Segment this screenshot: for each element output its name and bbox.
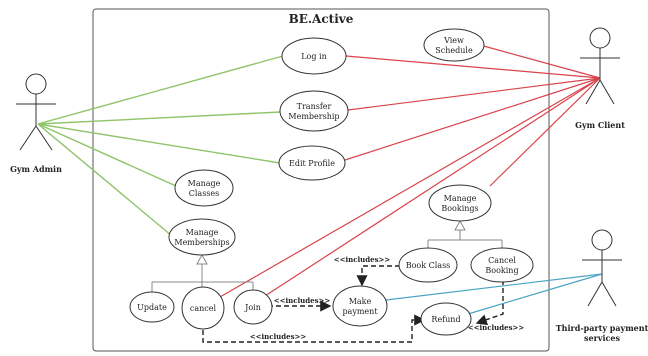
includes-label: <<includes>> (250, 332, 307, 341)
use-case-manage-memberships[interactable] (168, 218, 236, 256)
includes-label: <<includes>> (468, 323, 525, 332)
bookclass-payment-arrow (356, 265, 400, 287)
make-payment-label: Make (349, 297, 372, 306)
use-case-make-payment[interactable] (332, 285, 388, 327)
cancel-label: cancel (190, 304, 217, 313)
transfer-membership-label: Transfer (297, 102, 332, 111)
system-boundary (92, 8, 550, 352)
client-join-line (264, 77, 601, 297)
admin-edit-profile-line (37, 123, 281, 164)
thirdparty-label: services (584, 333, 620, 343)
client-associations (219, 44, 601, 298)
cancelbooking-refund-arrow (475, 280, 504, 326)
use-case-book-class[interactable] (398, 247, 458, 283)
memberships-generalization (151, 253, 254, 293)
view-schedule-label: Schedule (435, 46, 473, 55)
thirdparty-associations (385, 273, 603, 315)
use-case-cancel-booking[interactable] (470, 247, 534, 283)
admin-manage-memberships-line (37, 123, 173, 237)
admin-associations (37, 55, 284, 237)
use-case-update[interactable] (129, 291, 175, 323)
manage-bookings-label: Bookings (441, 204, 478, 213)
cancel-refund-arrow (202, 314, 426, 343)
use-case-view-schedule[interactable] (423, 28, 485, 62)
make-payment-label: payment (342, 307, 378, 316)
thirdparty-payment-line (385, 273, 603, 301)
includes-arrows (202, 265, 504, 343)
system-title: BE.Active (289, 12, 354, 26)
use-case-manage-bookings[interactable] (428, 184, 492, 222)
join-label: Join (244, 303, 261, 312)
use-case-transfer-membership[interactable] (279, 90, 349, 132)
view-schedule-label: View (443, 36, 464, 45)
thirdparty-label: Third-party payment (556, 323, 648, 333)
manage-memberships-label: Manage (186, 228, 219, 237)
manage-memberships-label: Memberships (174, 238, 229, 247)
actor-head-icon (591, 229, 613, 251)
generalization-arrow (454, 219, 466, 231)
actor-head-icon (589, 27, 611, 49)
gym-client-actor[interactable] (580, 27, 620, 105)
refund-label: Refund (431, 315, 460, 324)
cancel-booking-label: Cancel (488, 256, 516, 265)
includes-label: <<includes>> (274, 296, 331, 305)
generalization-arrow (196, 253, 208, 265)
manage-classes-label: Classes (189, 189, 220, 198)
gym-admin-actor[interactable] (16, 73, 56, 151)
use-case-join[interactable] (233, 289, 273, 325)
client-log-in-line (345, 55, 601, 79)
log-in-label: Log in (301, 52, 327, 61)
admin-transfer-line (37, 111, 281, 125)
use-case-cancel[interactable] (181, 286, 225, 330)
edit-profile-label: Edit Profile (289, 159, 335, 168)
client-transfer-line (347, 77, 601, 111)
includes-label: <<includes>> (334, 255, 391, 264)
update-label: Update (137, 303, 167, 312)
admin-log-in-line (37, 55, 284, 125)
client-manage-bookings-line (489, 77, 601, 187)
client-edit-profile-line (344, 77, 601, 161)
actor-head-icon (25, 73, 47, 95)
client-cancel-line (219, 77, 601, 298)
use-case-log-in[interactable] (281, 37, 347, 75)
use-case-refund[interactable] (420, 302, 472, 336)
book-class-label: Book Class (406, 261, 451, 270)
use-case-edit-profile[interactable] (278, 145, 346, 181)
cancel-booking-label: Booking (485, 266, 518, 275)
use-case-manage-classes[interactable] (174, 169, 234, 207)
thirdparty-refund-line (467, 273, 603, 315)
transfer-membership-label: Membership (288, 112, 339, 121)
admin-manage-classes-line (37, 123, 177, 187)
bookings-generalization (427, 219, 503, 249)
gym-client-label: Gym Client (575, 120, 625, 130)
client-view-schedule-line (479, 44, 601, 79)
gym-admin-label: Gym Admin (10, 164, 62, 174)
manage-classes-label: Manage (188, 179, 221, 188)
manage-bookings-label: Manage (444, 194, 477, 203)
thirdparty-actor[interactable] (582, 229, 622, 307)
